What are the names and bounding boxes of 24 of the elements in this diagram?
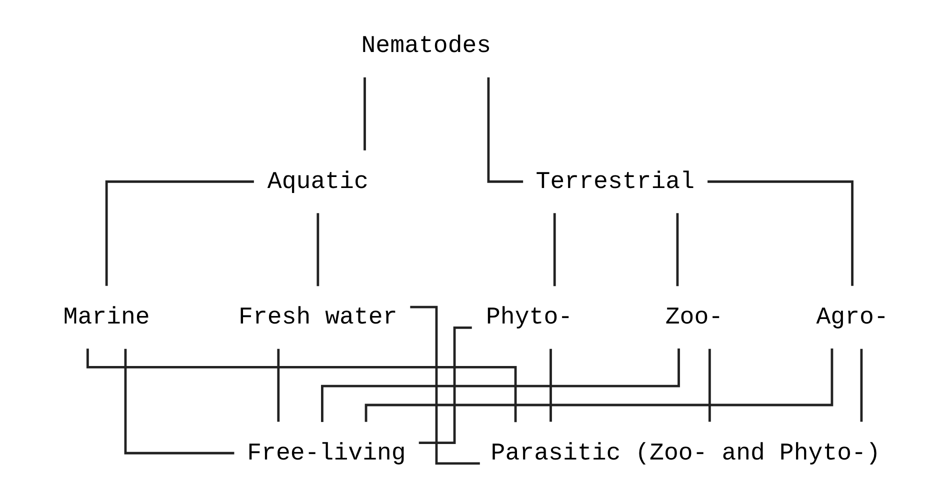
- connector: [708, 348, 710, 422]
- node-text: Fresh water: [238, 304, 397, 332]
- connector: [124, 348, 234, 454]
- connector: [707, 180, 853, 286]
- connector: [410, 306, 480, 465]
- node-text: Phyto-: [485, 304, 572, 332]
- node-text: Terrestrial: [535, 168, 694, 196]
- connector: [486, 77, 523, 183]
- connector: [363, 77, 366, 150]
- connector: [860, 348, 862, 422]
- connector: [676, 213, 678, 286]
- connector: [320, 348, 680, 422]
- node-text: Aquatic: [266, 168, 368, 196]
- connector: [549, 348, 552, 422]
- connector: [552, 213, 556, 286]
- node-text: Free-living: [246, 440, 406, 468]
- node-text: Marine: [62, 304, 150, 332]
- connector: [316, 213, 319, 286]
- node-text: Zoo-: [664, 304, 723, 332]
- node-text: Parasitic (Zoo- and Phyto-): [490, 440, 880, 468]
- node-text: Agro-: [816, 304, 888, 332]
- connector: [104, 180, 254, 286]
- node-text: Nematodes: [360, 33, 491, 60]
- connector: [276, 348, 280, 422]
